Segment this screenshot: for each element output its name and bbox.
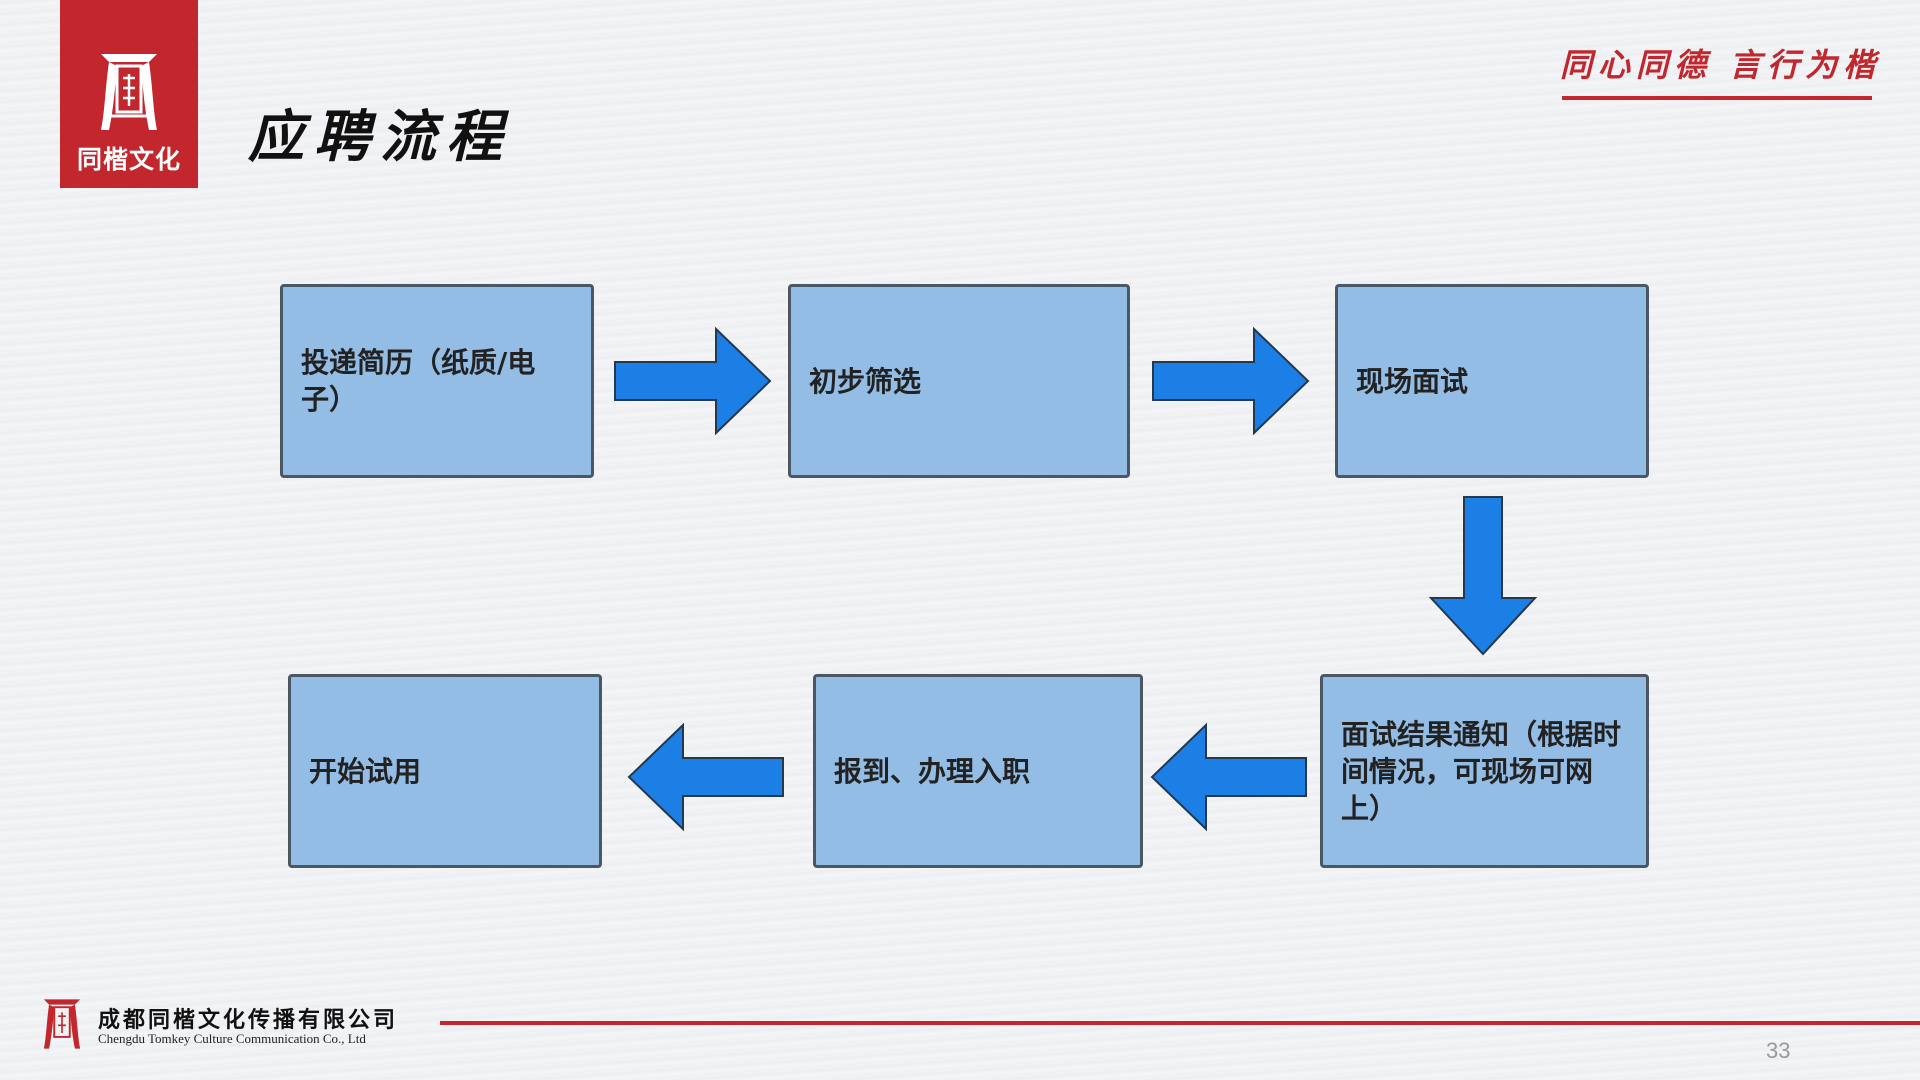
company-name-cn: 成都同楷文化传播有限公司 <box>98 1007 399 1033</box>
company-name-en: Chengdu Tomkey Culture Communication Co.… <box>98 1031 366 1046</box>
motto-underline <box>1562 96 1872 100</box>
step-label: 投递简历（纸质/电子） <box>301 346 536 416</box>
step-label: 初步筛选 <box>809 364 922 398</box>
step-label: 开始试用 <box>309 754 422 788</box>
tripod-emblem-icon <box>43 999 81 1049</box>
arrow-left-icon <box>1150 722 1307 832</box>
brand-logo: 同楷文化 <box>60 0 198 188</box>
page-number: 33 <box>1766 1038 1791 1063</box>
step-label: 报到、办理入职 <box>834 754 1031 788</box>
arrow-right-icon <box>614 326 772 436</box>
step-onboarding: 报到、办理入职 <box>813 674 1143 868</box>
step-submit-resume: 投递简历（纸质/电子） <box>280 284 594 478</box>
tripod-emblem-icon <box>101 54 157 130</box>
step-label: 现场面试 <box>1356 364 1469 398</box>
arrow-down-icon <box>1428 496 1538 656</box>
arrow-left-icon <box>627 722 784 832</box>
step-initial-screening: 初步筛选 <box>788 284 1130 478</box>
step-onsite-interview: 现场面试 <box>1335 284 1649 478</box>
footer-divider <box>440 1021 1920 1025</box>
step-probation-start: 开始试用 <box>288 674 602 868</box>
page-title: 应聘流程 <box>248 104 512 170</box>
step-result-notification: 面试结果通知（根据时间情况，可现场可网上） <box>1320 674 1649 868</box>
logo-text: 同楷文化 <box>76 145 181 174</box>
motto-slogan: 同心同德 言行为楷 <box>1560 46 1882 84</box>
step-label: 面试结果通知（根据时间情况，可现场可网上） <box>1341 717 1622 825</box>
arrow-right-icon <box>1152 326 1310 436</box>
